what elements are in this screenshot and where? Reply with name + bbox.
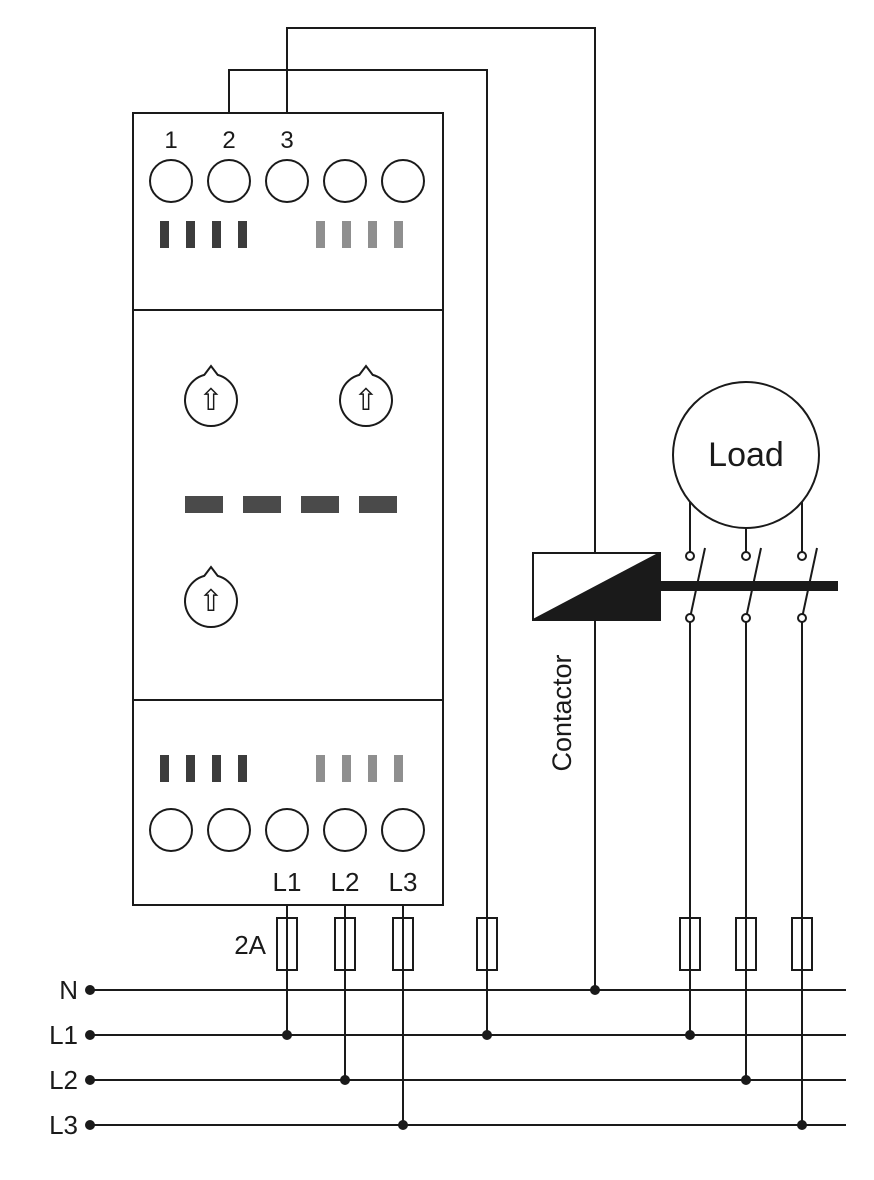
terminal-screw-top-3 — [265, 159, 309, 203]
terminal-label-2: 2 — [222, 127, 235, 154]
bus-endpoint-dot-l2 — [85, 1075, 95, 1085]
terminal-screw-top-2 — [207, 159, 251, 203]
fuse-control-supply — [476, 917, 498, 971]
vent-slit — [316, 221, 325, 248]
fuse-relay-l1 — [276, 917, 298, 971]
fuse-load-phase2 — [735, 917, 757, 971]
contact-blade-3 — [801, 547, 818, 619]
terminal-screw-top-5 — [381, 159, 425, 203]
terminal-label-l3: L3 — [389, 867, 418, 897]
vent-slit — [368, 221, 377, 248]
fuse-rating-label: 2A — [234, 930, 266, 960]
bus-label-n: N — [59, 975, 78, 1005]
terminal-screw-top-4 — [323, 159, 367, 203]
terminal-label-3: 3 — [280, 127, 293, 154]
contactor-label: Contactor — [547, 654, 577, 771]
knob-2 — [339, 364, 393, 428]
fuse-load-phase1 — [679, 917, 701, 971]
display-dash — [243, 496, 281, 513]
vent-slit — [394, 221, 403, 248]
vent-slit — [368, 755, 377, 782]
bus-endpoint-dot-l3 — [85, 1120, 95, 1130]
vent-slit — [238, 755, 247, 782]
contact-bottom-1 — [685, 613, 695, 623]
vent-slit — [160, 755, 169, 782]
vent-slit — [186, 755, 195, 782]
terminal-screw-bottom-4 — [323, 808, 367, 852]
vent-slit — [342, 755, 351, 782]
wire-terminal2-supply-to-l1 — [228, 69, 488, 1035]
terminal-screw-bottom-1 — [149, 808, 193, 852]
terminal-screw-bottom-2 — [207, 808, 251, 852]
contactor-linkage-bar — [660, 581, 838, 591]
terminal-screw-bottom-5 — [381, 808, 425, 852]
fuse-relay-l3 — [392, 917, 414, 971]
knob-3 — [184, 565, 238, 629]
vent-slit — [186, 221, 195, 248]
vent-slit — [316, 755, 325, 782]
contact-blade-2 — [745, 547, 762, 619]
bus-label-l2: L2 — [49, 1065, 78, 1095]
display-dash — [359, 496, 397, 513]
knob-1 — [184, 364, 238, 428]
knob-arrow-icon: ⇧ — [353, 384, 378, 417]
vent-slit — [212, 755, 221, 782]
contactor-coil-triangle — [533, 553, 660, 620]
bus-endpoint-dot-l1 — [85, 1030, 95, 1040]
terminal-screw-bottom-3 — [265, 808, 309, 852]
junction-coil-n — [590, 985, 600, 995]
fuse-load-phase3 — [791, 917, 813, 971]
contact-blade-1 — [689, 547, 706, 619]
bus-label-l1: L1 — [49, 1020, 78, 1050]
fuse-relay-l2 — [334, 917, 356, 971]
knob-arrow-icon: ⇧ — [198, 585, 223, 618]
junction-relay-l3 — [398, 1120, 408, 1130]
vent-slit — [394, 755, 403, 782]
contact-top-3 — [797, 551, 807, 561]
load-circle — [672, 381, 820, 529]
load-label: Load — [708, 436, 784, 474]
junction-load-l3 — [797, 1120, 807, 1130]
display-dash — [301, 496, 339, 513]
terminal-label-1: 1 — [164, 127, 177, 154]
junction-relay-l2 — [340, 1075, 350, 1085]
vent-slit — [342, 221, 351, 248]
junction-relay-l1 — [282, 1030, 292, 1040]
wire-terminal3-to-contactor-coil — [286, 27, 596, 990]
display-dash — [185, 496, 223, 513]
knob-arrow-icon: ⇧ — [198, 384, 223, 417]
bus-endpoint-dot-n — [85, 985, 95, 995]
contact-bottom-3 — [797, 613, 807, 623]
junction-load-l2 — [741, 1075, 751, 1085]
terminal-label-l1: L1 — [273, 867, 302, 897]
contact-bottom-2 — [741, 613, 751, 623]
terminal-screw-top-1 — [149, 159, 193, 203]
junction-supply-l1 — [482, 1030, 492, 1040]
vent-slit — [160, 221, 169, 248]
vent-slit — [238, 221, 247, 248]
bus-label-l3: L3 — [49, 1110, 78, 1140]
contact-top-2 — [741, 551, 751, 561]
contact-top-1 — [685, 551, 695, 561]
vent-slit — [212, 221, 221, 248]
terminal-label-l2: L2 — [331, 867, 360, 897]
junction-load-l1 — [685, 1030, 695, 1040]
